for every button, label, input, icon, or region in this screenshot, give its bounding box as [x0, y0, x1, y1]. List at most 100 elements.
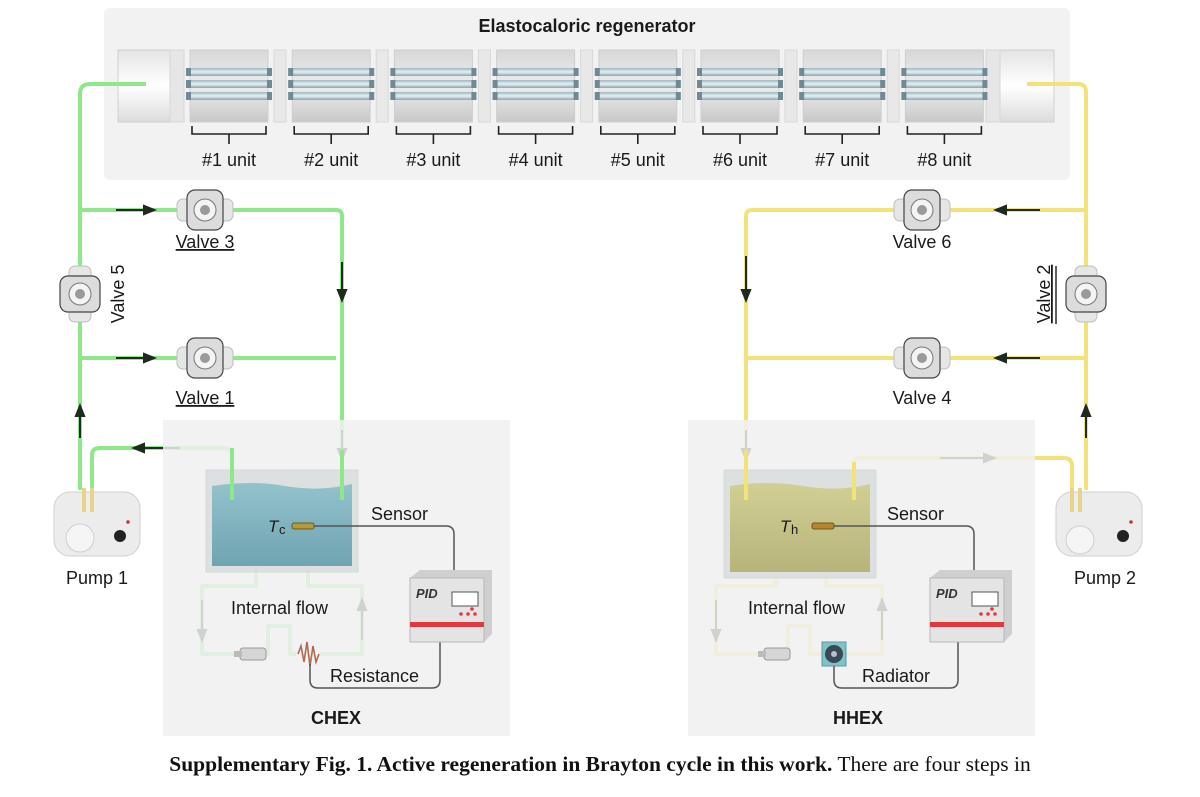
- valve-1: [176, 337, 234, 379]
- elastocaloric-tube: [186, 80, 272, 88]
- valve-icon: [917, 353, 927, 363]
- valve-3: [176, 189, 234, 231]
- unit-bracket: [191, 126, 267, 144]
- valve-icon: [200, 205, 210, 215]
- unit-bracket: [804, 126, 880, 144]
- regenerator-unit: #4 unit: [492, 49, 594, 170]
- elastocaloric-tube: [186, 92, 272, 100]
- elastocaloric-tube: [697, 68, 783, 76]
- valve-5: [59, 265, 101, 323]
- elastocaloric-tube: [697, 92, 783, 100]
- chex-pid-controller: PID: [409, 570, 492, 643]
- unit-label: #3 unit: [406, 150, 460, 170]
- regenerator-unit: #5 unit: [594, 49, 696, 170]
- regenerator-unit: #8 unit: [901, 49, 988, 170]
- hhex-sensor-label: Sensor: [887, 504, 944, 524]
- valve-4-label: Valve 4: [893, 388, 952, 408]
- cold-main-line: [78, 82, 146, 490]
- valve-icon: [1081, 289, 1091, 299]
- hhex-sensor-probe: [811, 522, 835, 530]
- elastocaloric-tube: [288, 80, 375, 88]
- cold-branch-valve3: [80, 208, 344, 490]
- elastocaloric-tube: [799, 92, 886, 100]
- pump-1-rotor-icon: [65, 523, 95, 553]
- hhex-sensor-wire: [834, 525, 975, 590]
- valve-2-label: Valve 2: [1034, 265, 1054, 324]
- elastocaloric-tube: [390, 92, 477, 100]
- regenerator-unit: #1 unit: [186, 49, 287, 170]
- hhex-control-wire: [833, 640, 959, 689]
- elastocaloric-tube: [799, 80, 886, 88]
- chex-sensor-probe: [291, 522, 315, 530]
- hhex-title: HHEX: [833, 708, 883, 728]
- hhex-water: [730, 483, 870, 572]
- chex-panel: T c Sensor Internal flow Resistance PID …: [163, 420, 510, 736]
- elastocaloric-tube: [492, 92, 579, 100]
- unit-label: #2 unit: [304, 150, 358, 170]
- caption-text: There are four steps in: [832, 752, 1031, 776]
- hhex-pid-controller: PID: [929, 570, 1012, 643]
- unit-label: #8 unit: [917, 150, 971, 170]
- valve-2: [1065, 265, 1107, 323]
- valve-4: [893, 337, 951, 379]
- chex-sensor-label: Sensor: [371, 504, 428, 524]
- unit-bracket: [702, 126, 778, 144]
- chex-water: [212, 483, 352, 566]
- chex-loop-pump-icon: [234, 647, 267, 661]
- valve-icon: [75, 289, 85, 299]
- hot-main-line: [1027, 82, 1088, 490]
- valve-6: [893, 189, 951, 231]
- elastocaloric-tube: [390, 80, 477, 88]
- chex-internal-flow-label: Internal flow: [231, 598, 329, 618]
- chex-control-wire: [309, 640, 441, 689]
- pump-1: Pump 1: [53, 488, 141, 588]
- regenerator-unit: #7 unit: [799, 49, 900, 170]
- valve-icon: [200, 353, 210, 363]
- pump-2: Pump 2: [1055, 488, 1143, 588]
- chex-temp-symbol: T: [268, 517, 280, 536]
- elastocaloric-tube: [288, 92, 375, 100]
- chex-title: CHEX: [311, 708, 361, 728]
- pump-2-knob-icon: [1117, 530, 1129, 542]
- chex-pid-label: PID: [416, 586, 438, 601]
- valve-icon: [917, 205, 927, 215]
- hot-branch-valve6: [744, 208, 1086, 492]
- pump-2-label: Pump 2: [1074, 568, 1136, 588]
- unit-bracket: [293, 126, 369, 144]
- elastocaloric-tube: [594, 68, 681, 76]
- radiator-fan-icon: [821, 641, 847, 667]
- hhex-panel: T h Sensor Internal flow Radiator PID HH…: [688, 420, 1035, 736]
- elastocaloric-tube: [390, 68, 477, 76]
- unit-label: #5 unit: [611, 150, 665, 170]
- pump-2-rotor-icon: [1065, 525, 1095, 555]
- valve-1-label: Valve 1: [176, 388, 235, 408]
- elastocaloric-tube: [697, 80, 783, 88]
- hhex-temp-subscript: h: [791, 522, 798, 537]
- regenerator-unit: #6 unit: [697, 49, 798, 170]
- unit-label: #7 unit: [815, 150, 869, 170]
- valve-5-label: Valve 5: [108, 265, 128, 324]
- elastocaloric-tube: [901, 92, 988, 100]
- resistance-heater-icon: [297, 641, 320, 667]
- chex-sensor-wire: [314, 525, 455, 590]
- valve-6-label: Valve 6: [893, 232, 952, 252]
- elastocaloric-tube: [492, 68, 579, 76]
- hhex-pid-label: PID: [936, 586, 958, 601]
- figure-caption: Supplementary Fig. 1. Active regeneratio…: [0, 752, 1200, 777]
- elastocaloric-tube: [186, 68, 272, 76]
- regenerator-unit: #2 unit: [288, 49, 389, 170]
- chex-temp-subscript: c: [279, 522, 286, 537]
- elastocaloric-tube: [594, 92, 681, 100]
- unit-label: #6 unit: [713, 150, 767, 170]
- pump-1-label: Pump 1: [66, 568, 128, 588]
- unit-bracket: [497, 126, 574, 144]
- caption-bold: Supplementary Fig. 1. Active regeneratio…: [169, 752, 833, 776]
- hhex-radiator-label: Radiator: [862, 666, 930, 686]
- unit-bracket: [395, 126, 472, 144]
- valve-3-label: Valve 3: [176, 232, 235, 252]
- pump-1-knob-icon: [114, 530, 126, 542]
- hhex-temp-symbol: T: [780, 517, 792, 536]
- unit-bracket: [906, 126, 983, 144]
- elastocaloric-tube: [492, 80, 579, 88]
- hhex-loop-pump-icon: [758, 647, 791, 661]
